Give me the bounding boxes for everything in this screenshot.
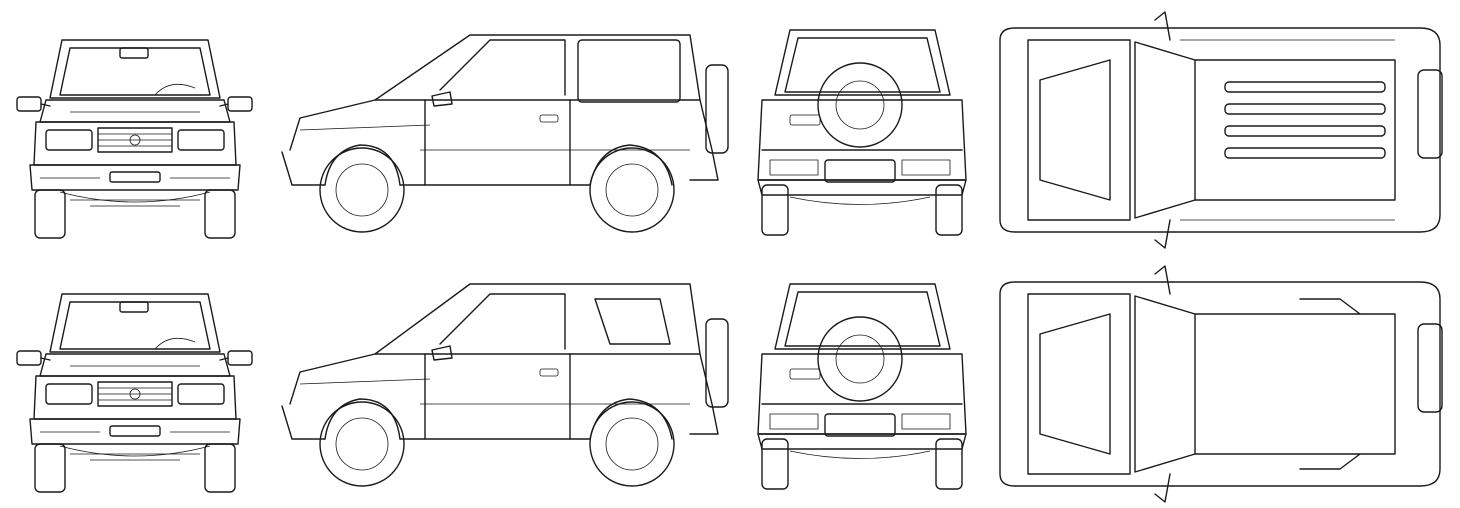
side-view-metal-top [281, 34, 729, 233]
front-view-metal-top [16, 39, 253, 239]
top-view-metal-top [999, 11, 1443, 249]
front-view-soft-top [16, 293, 253, 493]
top-view-soft-top [999, 265, 1443, 503]
rear-view-soft-top [757, 283, 967, 490]
side-view-soft-top [281, 283, 729, 487]
rear-view-metal-top [757, 29, 967, 236]
